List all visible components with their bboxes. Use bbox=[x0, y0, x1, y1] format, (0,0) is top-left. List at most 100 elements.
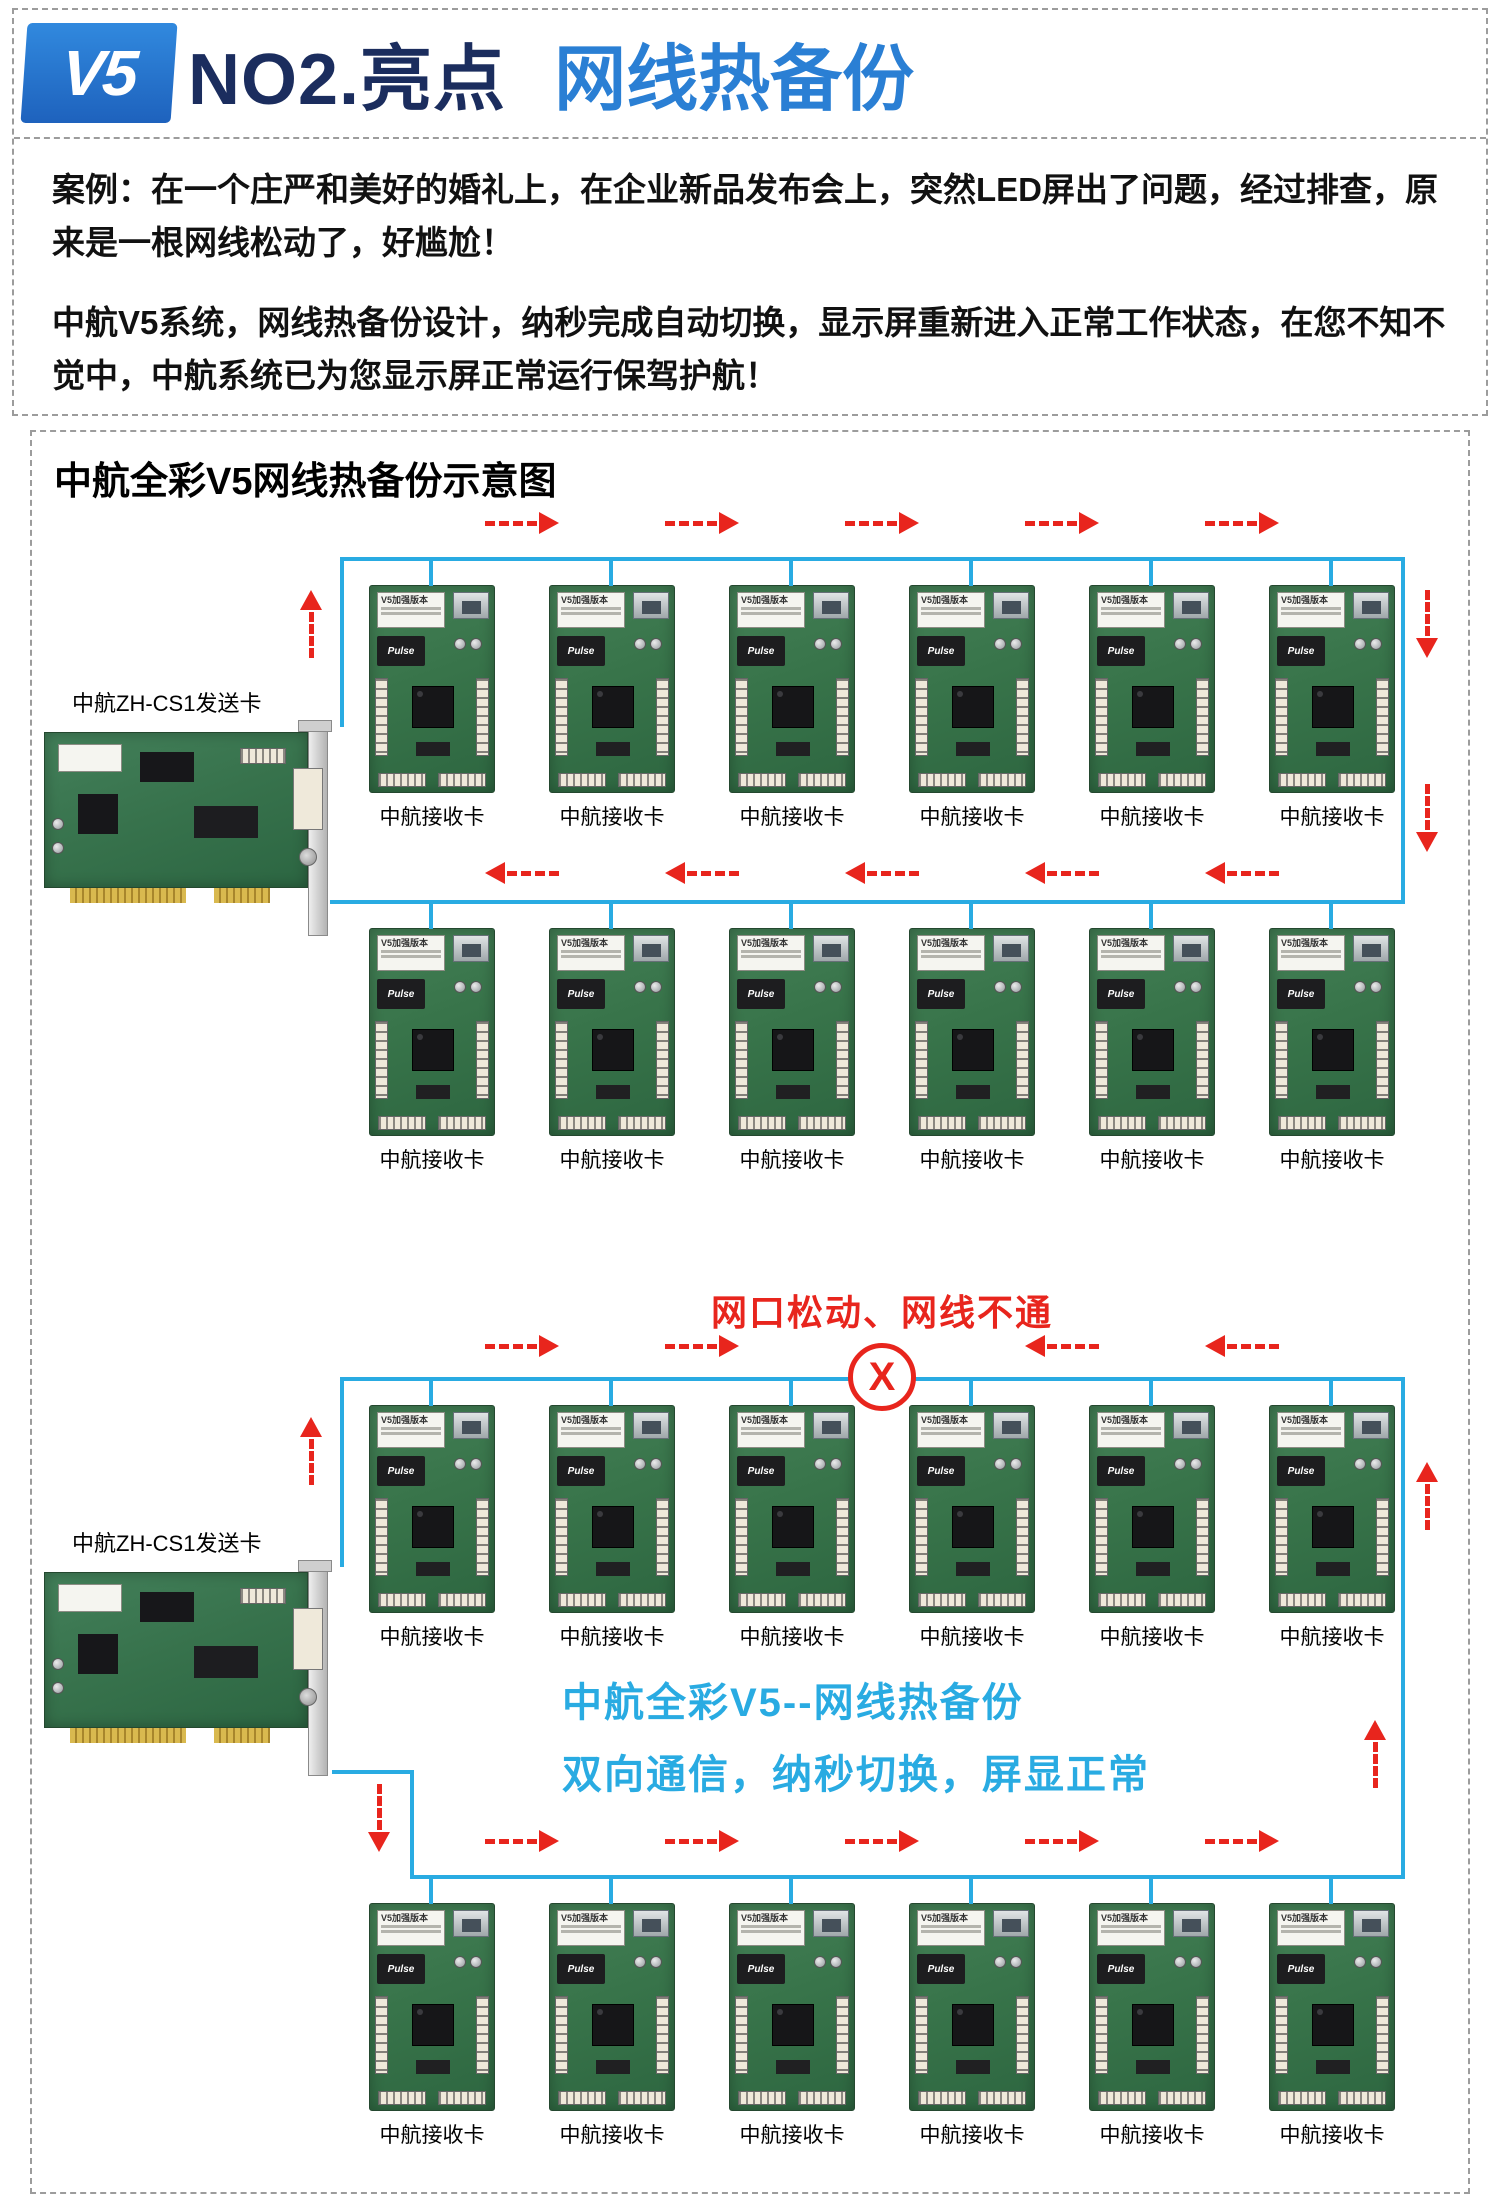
capacitor bbox=[52, 1658, 64, 1670]
capacitor bbox=[52, 818, 64, 830]
main-ic-chip bbox=[952, 2004, 994, 2046]
small-ic-chip bbox=[776, 1085, 810, 1099]
rj45-port bbox=[453, 1910, 489, 1937]
version-sticker: V5加强版本 bbox=[557, 935, 625, 971]
sticker-fineprint-line bbox=[381, 612, 441, 615]
pin-header-left bbox=[375, 1021, 388, 1099]
receiver-card: V5加强版本 Pulse 中航接收卡 bbox=[369, 1378, 495, 1651]
pin-header-right bbox=[1196, 1021, 1209, 1099]
sender-sticker bbox=[58, 1584, 122, 1612]
receiver-card-label: 中航接收卡 bbox=[559, 2124, 665, 2147]
pulse-transformer: Pulse bbox=[1097, 1456, 1145, 1486]
capacitor bbox=[650, 981, 662, 993]
pin-header-right bbox=[836, 1021, 849, 1099]
diagram-title: 中航全彩V5网线热备份示意图 bbox=[54, 461, 557, 503]
pin-header-right bbox=[476, 678, 489, 756]
arrow-head bbox=[368, 1832, 390, 1852]
receiver-pcb: V5加强版本 Pulse bbox=[909, 901, 1035, 1136]
version-sticker: V5加强版本 bbox=[1277, 1910, 1345, 1946]
receiver-card: V5加强版本 Pulse 中航接收卡 bbox=[549, 1378, 675, 1651]
version-sticker-text: V5加强版本 bbox=[561, 595, 609, 605]
flow-arrow-right-icon bbox=[485, 1830, 559, 1852]
receiver-row: V5加强版本 Pulse 中航接收卡 V5加强版本 Pulse bbox=[32, 901, 1468, 1178]
hub-connector bbox=[1158, 1593, 1206, 1607]
receiver-card: V5加强版本 Pulse 中航接收卡 bbox=[549, 558, 675, 831]
main-ic-chip bbox=[1132, 686, 1174, 728]
hub-connector bbox=[738, 1593, 786, 1607]
sticker-fineprint-line bbox=[1101, 607, 1161, 610]
flow-arrow-right-icon bbox=[1205, 1830, 1279, 1852]
flow-arrow-down-icon bbox=[1416, 590, 1438, 658]
receiver-pcb: V5加强版本 Pulse bbox=[549, 1876, 675, 2111]
small-ic-chip bbox=[416, 1562, 450, 1576]
sticker-fineprint-line bbox=[921, 607, 981, 610]
capacitor bbox=[1174, 981, 1186, 993]
receiver-card: V5加强版本 Pulse 中航接收卡 bbox=[1269, 1378, 1395, 1651]
capacitor bbox=[454, 981, 466, 993]
main-ic-chip bbox=[412, 2004, 454, 2046]
small-ic-chip bbox=[956, 1085, 990, 1099]
receiver-card: V5加强版本 Pulse 中航接收卡 bbox=[909, 1876, 1035, 2149]
version-sticker: V5加强版本 bbox=[917, 1412, 985, 1448]
cable-line bbox=[1401, 1377, 1405, 1879]
receiver-pcb: V5加强版本 Pulse bbox=[909, 1876, 1035, 2111]
case-label: 案例： bbox=[52, 171, 151, 208]
flow-arrow-left-icon bbox=[485, 862, 559, 884]
flow-arrow-right-icon bbox=[845, 1830, 919, 1852]
hub-connector bbox=[558, 2091, 606, 2105]
capacitor bbox=[52, 1682, 64, 1694]
sticker-fineprint-line bbox=[1281, 950, 1341, 953]
main-ic-chip bbox=[1132, 1029, 1174, 1071]
arrow-head bbox=[1205, 862, 1225, 884]
version-sticker-text: V5加强版本 bbox=[381, 1415, 429, 1425]
pin-header-right bbox=[1016, 1498, 1029, 1576]
hub-connector bbox=[918, 1116, 966, 1130]
small-ic-chip bbox=[596, 742, 630, 756]
receiver-pcb: V5加强版本 Pulse bbox=[369, 1378, 495, 1613]
intro-panel: V5 NO2.亮点 网线热备份 案例：在一个庄严和美好的婚礼上，在企业新品发布会… bbox=[12, 8, 1488, 416]
arrow-head bbox=[539, 1830, 559, 1852]
arrow-head bbox=[539, 1335, 559, 1357]
hub-connector bbox=[438, 2091, 486, 2105]
pin-header-left bbox=[555, 678, 568, 756]
sticker-fineprint-line bbox=[741, 1427, 801, 1430]
sticker-fineprint-line bbox=[1101, 1427, 1161, 1430]
receiver-card-label: 中航接收卡 bbox=[1279, 806, 1385, 829]
receiver-pcb: V5加强版本 Pulse bbox=[729, 1378, 855, 1613]
capacitor bbox=[1370, 1956, 1382, 1968]
page-title: NO2.亮点 bbox=[188, 40, 507, 120]
capacitor bbox=[1354, 638, 1366, 650]
pin-header-left bbox=[735, 1498, 748, 1576]
arrow-dash bbox=[485, 520, 537, 526]
pin-header-left bbox=[555, 1021, 568, 1099]
version-sticker: V5加强版本 bbox=[377, 592, 445, 628]
pin-header-right bbox=[656, 1021, 669, 1099]
version-sticker: V5加强版本 bbox=[557, 1412, 625, 1448]
arrow-head bbox=[719, 1830, 739, 1852]
receiver-row: V5加强版本 Pulse 中航接收卡 V5加强版本 Pulse bbox=[32, 558, 1468, 835]
flow-arrow-right-icon bbox=[665, 1335, 739, 1357]
receiver-card-label: 中航接收卡 bbox=[1279, 2124, 1385, 2147]
sticker-fineprint-line bbox=[561, 955, 621, 958]
capacitor bbox=[634, 638, 646, 650]
pin-header-right bbox=[1376, 1996, 1389, 2074]
main-ic-chip bbox=[772, 1029, 814, 1071]
main-ic-chip bbox=[952, 1029, 994, 1071]
hub-connector bbox=[1278, 773, 1326, 787]
main-ic-chip bbox=[1312, 1506, 1354, 1548]
case-text: 在一个庄严和美好的婚礼上，在企业新品发布会上，突然LED屏出了问题，经过排查，原… bbox=[52, 171, 1438, 262]
sticker-fineprint-line bbox=[1101, 1930, 1161, 1933]
rj45-port bbox=[453, 935, 489, 962]
pulse-transformer: Pulse bbox=[737, 636, 785, 666]
arrow-dash bbox=[687, 870, 739, 876]
receiver-card: V5加强版本 Pulse 中航接收卡 bbox=[1269, 901, 1395, 1174]
capacitor bbox=[1370, 638, 1382, 650]
sticker-fineprint-line bbox=[561, 607, 621, 610]
rj45-port bbox=[1353, 1412, 1389, 1439]
sender-card-label: 中航ZH-CS1发送卡 bbox=[72, 1531, 262, 1556]
pin-header-left bbox=[1095, 1996, 1108, 2074]
receiver-card-label: 中航接收卡 bbox=[379, 1149, 485, 1172]
receiver-card-label: 中航接收卡 bbox=[1279, 1149, 1385, 1172]
pulse-transformer: Pulse bbox=[1277, 1954, 1325, 1984]
receiver-card-label: 中航接收卡 bbox=[919, 806, 1025, 829]
